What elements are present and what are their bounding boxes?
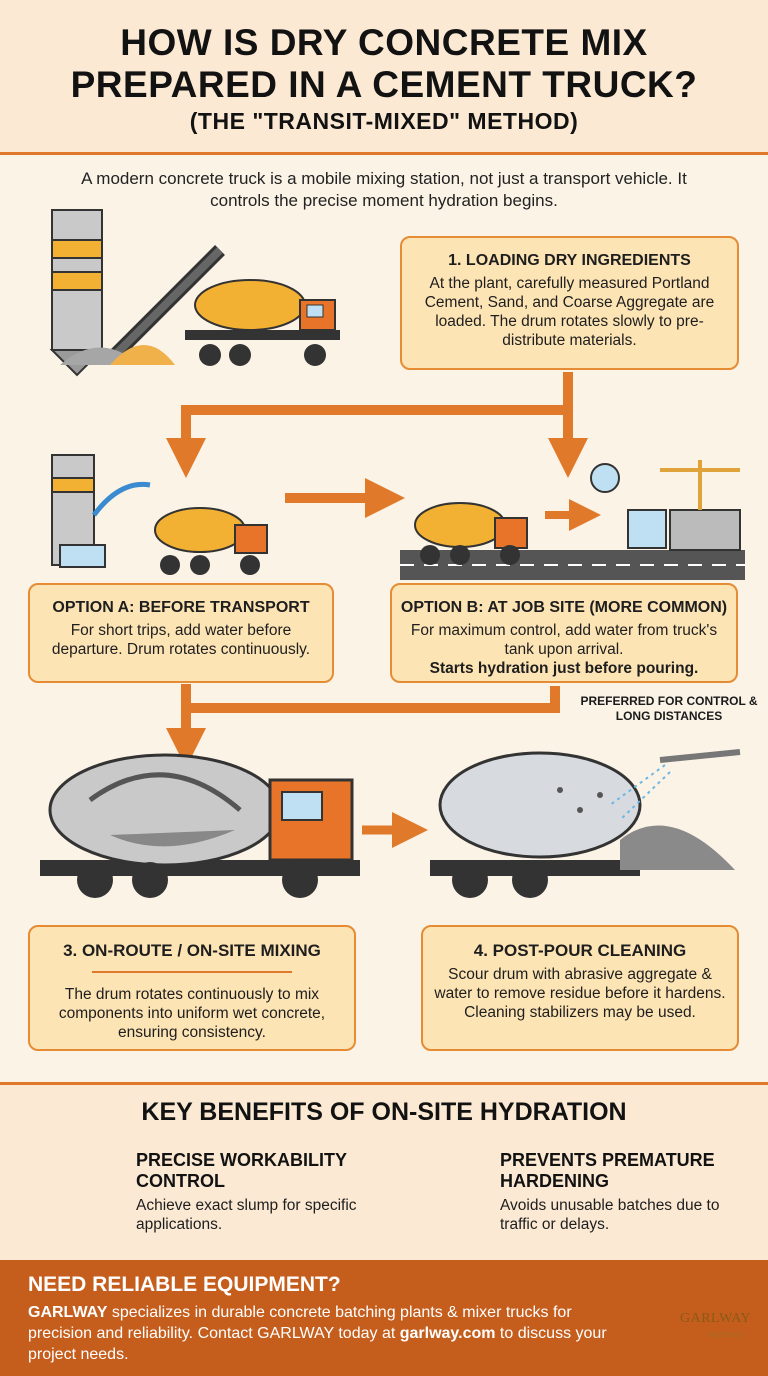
step-cleaning-title: 4. POST-POUR CLEANING <box>473 941 687 960</box>
footer-url-link[interactable]: garlway.com <box>399 1325 496 1342</box>
water-at-job-site-illustration <box>400 460 745 580</box>
step-loading-body: At the plant, carefully measured Portlan… <box>424 275 715 349</box>
option-b-title: OPTION B: AT JOB SITE (MORE COMMON) <box>400 599 728 616</box>
footer-title: NEED RELIABLE EQUIPMENT? <box>28 1273 341 1296</box>
benefit-hardening-title: PREVENTS PREMATURE HARDENING <box>500 1150 715 1191</box>
mixer-truck-cleaning <box>430 749 741 898</box>
footer-brand: GARLWAY <box>28 1304 108 1321</box>
footer-text-main: specializes in durable concrete batching… <box>28 1304 572 1342</box>
benefit-workability: PRECISE WORKABILITY CONTROL Achieve exac… <box>136 1150 376 1234</box>
step-mixing-body: The drum rotates continuously to mix com… <box>58 986 326 1041</box>
logo-name: GARLWAY <box>680 1311 752 1326</box>
page-title-line2: PREPARED IN A CEMENT TRUCK? <box>70 64 698 105</box>
logo-sub: Machinery <box>707 1330 744 1339</box>
step-mixing-divider <box>92 971 292 973</box>
preferred-note: PREFERRED FOR CONTROL & LONG DISTANCES <box>580 694 758 723</box>
option-a-card: OPTION A: BEFORE TRANSPORT For short tri… <box>28 583 334 683</box>
step-mixing-title: 3. ON-ROUTE / ON-SITE MIXING <box>63 941 321 960</box>
option-b-emphasis: Starts hydration just before pouring. <box>429 660 699 677</box>
benefit-hardening-text: Avoids unusable batches due to traffic o… <box>500 1197 720 1233</box>
mixer-truck-loading <box>185 279 340 366</box>
batching-plant-illustration <box>49 209 225 377</box>
step-cleaning-card: 4. POST-POUR CLEANING Scour drum with ab… <box>421 925 739 1051</box>
benefits-title: KEY BENEFITS OF ON-SITE HYDRATION <box>141 1098 627 1126</box>
option-b-card: OPTION B: AT JOB SITE (MORE COMMON) For … <box>390 583 738 683</box>
option-a-title: OPTION A: BEFORE TRANSPORT <box>52 599 310 616</box>
step-loading-title: 1. LOADING DRY INGREDIENTS <box>448 252 691 269</box>
water-before-transport-illustration <box>51 454 268 575</box>
benefit-hardening: PREVENTS PREMATURE HARDENING Avoids unus… <box>500 1150 750 1234</box>
benefits-section <box>0 1082 768 1263</box>
intro-text: A modern concrete truck is a mobile mixi… <box>81 169 687 210</box>
footer-text-end: to discuss your project needs. <box>28 1325 607 1363</box>
option-b-body: For maximum control, add water from truc… <box>410 622 718 658</box>
header-banner <box>0 0 768 155</box>
page-subtitle: (THE "TRANSIT-MIXED" METHOD) <box>189 108 579 134</box>
footer-text: GARLWAY specializes in durable concrete … <box>28 1302 618 1365</box>
benefit-workability-title: PRECISE WORKABILITY CONTROL <box>136 1150 347 1191</box>
step-mixing-card: 3. ON-ROUTE / ON-SITE MIXING The drum ro… <box>28 925 356 1051</box>
footer-cta <box>0 1260 768 1376</box>
page-title-line1: HOW IS DRY CONCRETE MIX <box>120 22 648 63</box>
option-a-body: For short trips, add water before depart… <box>51 622 311 658</box>
step-cleaning-body: Scour drum with abrasive aggregate & wat… <box>434 966 726 1021</box>
benefit-workability-text: Achieve exact slump for specific applica… <box>136 1197 357 1233</box>
mixer-truck-mixing <box>40 753 360 898</box>
step-loading-card: 1. LOADING DRY INGREDIENTS At the plant,… <box>400 236 739 370</box>
